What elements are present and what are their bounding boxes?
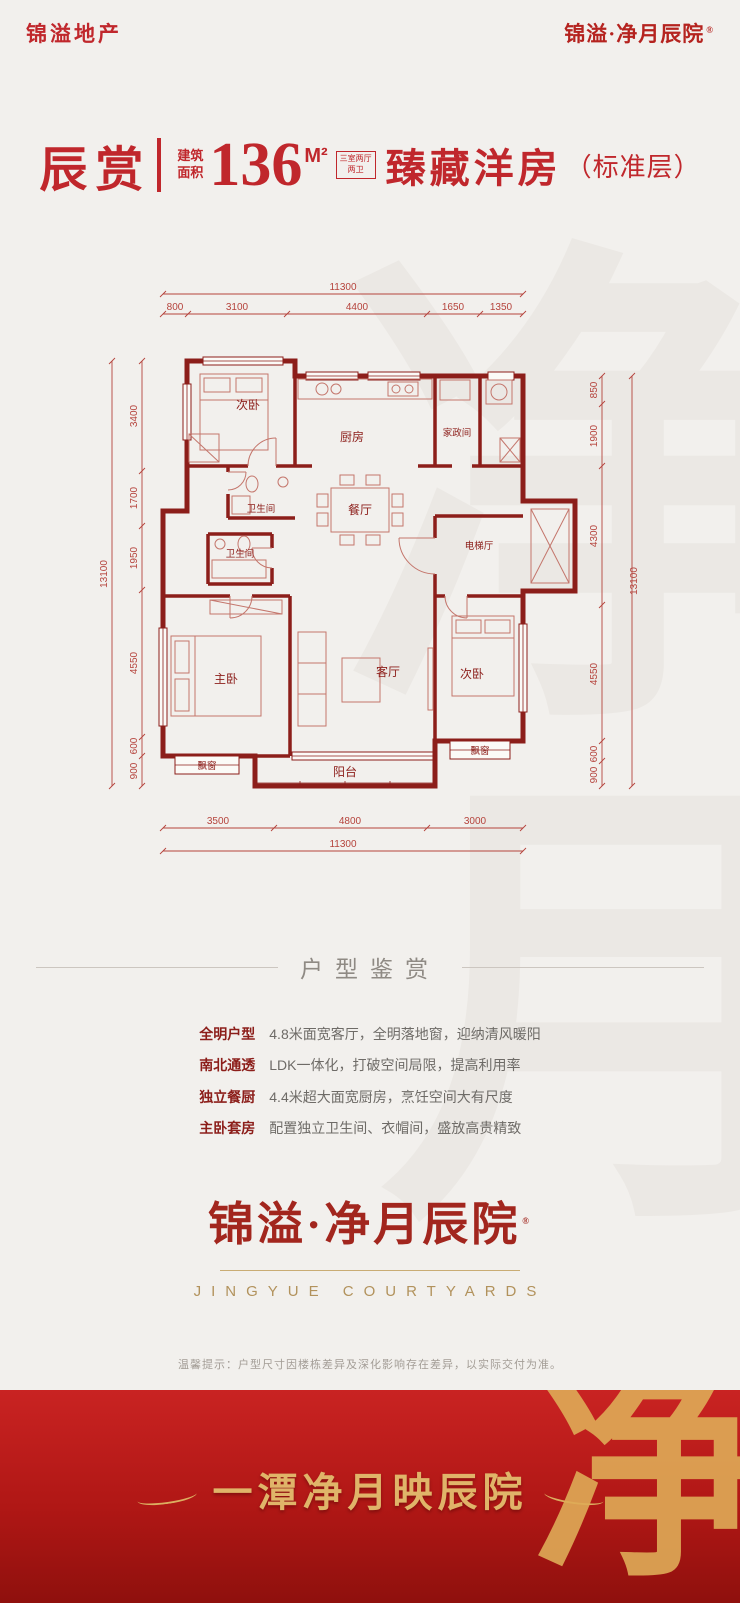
dim-left-total: 13100 — [99, 560, 110, 588]
top-bar: 锦溢地产 锦溢·净月辰院® — [0, 18, 740, 48]
dim-top-total: 11300 — [329, 282, 357, 293]
feature-desc: 4.8米面宽客厅，全明落地窗，迎纳清风暖阳 — [269, 1026, 541, 1042]
feature-item: 全明户型 4.8米面宽客厅，全明落地窗，迎纳清风暖阳 — [199, 1024, 540, 1044]
area-unit: M² — [304, 144, 328, 167]
floorplan-svg: 11300 800 3100 4400 1650 1350 13100 3400… — [99, 282, 640, 855]
room-label: 阳台 — [333, 764, 357, 779]
feature-item: 主卧套房 配置独立卫生间、衣帽间，盛放高贵精致 — [199, 1118, 540, 1138]
room-label: 次卧 — [460, 667, 484, 681]
dim-left-seg: 600 — [129, 737, 140, 754]
project-logo-text: 锦溢·净月辰院 — [564, 22, 705, 46]
dim-top-seg: 1650 — [442, 302, 465, 313]
room-label: 卫生间 — [226, 548, 255, 560]
room-label: 客厅 — [376, 664, 400, 679]
feature-desc: 配置独立卫生间、衣帽间，盛放高贵精致 — [269, 1119, 522, 1136]
dim-left-seg: 4550 — [129, 651, 140, 674]
doors — [227, 437, 468, 619]
disclaimer-text: 温馨提示：户型尺寸因楼栋差异及深化影响存在差异，以实际交付为准。 — [178, 1359, 562, 1371]
furniture — [170, 373, 570, 727]
feature-desc: 4.4米超大面宽厨房，烹饪空间大有尺度 — [269, 1088, 513, 1105]
area-tag-badge: 三室两厅 两卫 — [335, 151, 376, 179]
room-label: 飘窗 — [197, 760, 216, 772]
dim-top-seg: 3100 — [226, 302, 249, 313]
swash-flourish-icon — [135, 1485, 198, 1508]
room-label: 餐厅 — [348, 502, 372, 517]
dim-top-seg: 800 — [167, 302, 184, 313]
area-label-line2: 面积 — [177, 165, 204, 180]
footer-watermark-character: 净 — [531, 1390, 740, 1603]
footer-slogan: 一潭净月映辰院 — [0, 1460, 740, 1518]
area-label: 建筑 面积 — [177, 148, 203, 182]
room-label: 厨房 — [340, 429, 364, 444]
dimension-lines — [108, 290, 636, 855]
appreciation-header: 户型鉴赏 — [36, 950, 704, 984]
feature-desc: LDK一体化，打破空间局限，提高利用率 — [269, 1057, 521, 1074]
walls — [160, 358, 578, 789]
feature-tag: 主卧套房 — [199, 1119, 256, 1136]
registered-mark-icon: ® — [706, 25, 714, 35]
windows — [158, 356, 528, 786]
area-label-line1: 建筑 — [177, 148, 204, 164]
dim-right-total: 13100 — [629, 567, 640, 595]
section-divider-line — [462, 966, 704, 968]
dim-right-seg: 900 — [589, 766, 600, 783]
project-logo: 锦溢·净月辰院® — [564, 18, 714, 48]
room-label: 次卧 — [236, 398, 260, 412]
product-type: 臻藏洋房 — [385, 146, 562, 191]
dim-bottom-seg: 3000 — [464, 816, 487, 827]
feature-tag: 独立餐厨 — [199, 1088, 256, 1105]
dim-top-seg: 4400 — [346, 302, 369, 313]
dim-left-seg: 900 — [129, 762, 140, 779]
dim-right-seg: 1900 — [589, 424, 600, 447]
dim-left-seg: 3400 — [129, 404, 140, 427]
brand-block: 锦溢·净月辰院® JINGYUE COURTYARDS — [0, 1188, 740, 1300]
room-label: 卫生间 — [247, 503, 276, 515]
area-tag-line1: 三室两厅 — [339, 154, 372, 164]
room-labels: 次卧 厨房 家政间 卫生间 卫生间 餐厅 电梯厅 主卧 客厅 次卧 飘窗 飘窗 … — [197, 398, 493, 779]
dim-right-seg: 4300 — [589, 524, 600, 547]
title-divider — [157, 138, 162, 192]
floor-note: （标准层） — [565, 151, 701, 182]
room-label: 电梯厅 — [465, 540, 494, 552]
plan-name: 辰赏 — [39, 144, 152, 197]
area-value: 136 — [209, 131, 303, 199]
dim-left-seg: 1700 — [129, 486, 140, 509]
brand-divider — [220, 1270, 520, 1271]
section-divider-line — [36, 966, 278, 968]
room-label: 飘窗 — [470, 745, 489, 757]
feature-tag: 南北通透 — [199, 1057, 256, 1074]
room-label: 家政间 — [443, 427, 472, 439]
section-title: 户型鉴赏 — [300, 956, 440, 982]
footer-slogan-text: 一潭净月映辰院 — [212, 1470, 528, 1515]
dimension-labels: 11300 800 3100 4400 1650 1350 13100 3400… — [99, 282, 640, 850]
dim-bottom-seg: 3500 — [207, 816, 230, 827]
title-row: 辰赏 建筑 面积 136 M² 三室两厅 两卫 臻藏洋房 （标准层） — [0, 130, 740, 200]
dim-bottom-seg: 4800 — [339, 816, 362, 827]
dim-left-seg: 1950 — [129, 546, 140, 569]
brand-logo: 锦溢·净月辰院® — [0, 1188, 740, 1254]
footer-band: 一潭净月映辰院 净 — [0, 1390, 740, 1603]
room-label: 主卧 — [214, 672, 238, 686]
dim-bottom-total: 11300 — [329, 839, 357, 850]
developer-logo: 锦溢地产 — [26, 22, 122, 46]
feature-tag: 全明户型 — [199, 1026, 256, 1042]
registered-mark-icon: ® — [522, 1215, 533, 1226]
dim-top-seg: 1350 — [490, 302, 513, 313]
brand-logo-text: 锦溢·净月辰院 — [207, 1199, 521, 1250]
dim-right-seg: 850 — [589, 381, 600, 398]
area-tag-line2: 两卫 — [347, 165, 364, 174]
dim-right-seg: 4550 — [589, 662, 600, 685]
feature-item: 独立餐厨 4.4米超大面宽厨房，烹饪空间大有尺度 — [199, 1087, 540, 1107]
dim-right-seg: 600 — [589, 745, 600, 762]
feature-item: 南北通透 LDK一体化，打破空间局限，提高利用率 — [199, 1055, 540, 1075]
feature-list: 全明户型 4.8米面宽客厅，全明落地窗，迎纳清风暖阳 南北通透 LDK一体化，打… — [199, 1024, 540, 1149]
brand-logo-en: JINGYUE COURTYARDS — [193, 1283, 547, 1300]
